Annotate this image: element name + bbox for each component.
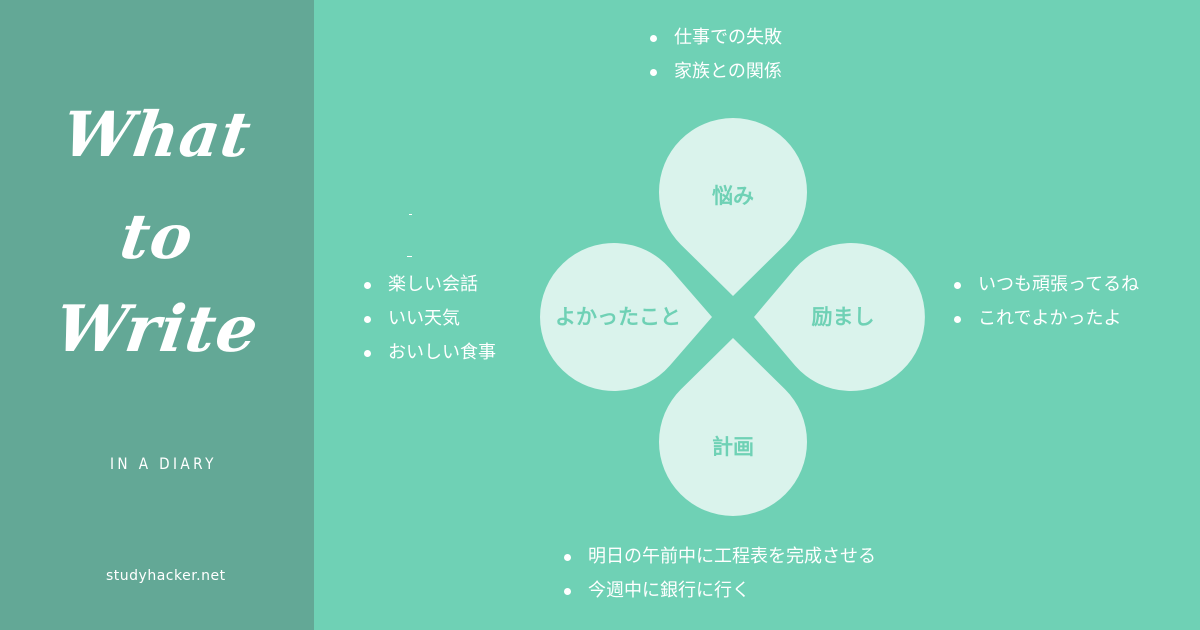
left-panel: What to Write IN A DIARY studyhacker.net	[0, 0, 314, 630]
list-item: これでよかったよ	[952, 302, 1139, 336]
bullets-right: いつも頑張ってるね これでよかったよ	[952, 268, 1139, 336]
petal-label-bottom: 計画	[712, 435, 754, 459]
list-item: いい天気	[362, 302, 496, 336]
list-item: おいしい食事	[362, 336, 496, 370]
bullets-left: 楽しい会話 いい天気 おいしい食事	[362, 268, 496, 370]
petal-top	[659, 118, 807, 296]
petal-right	[754, 243, 925, 391]
petal-label-left: よかったこと	[555, 305, 681, 329]
list-item: いつも頑張ってるね	[952, 268, 1139, 302]
list-item: 家族との関係	[648, 55, 782, 89]
petal-bottom	[659, 338, 807, 516]
list-item: 仕事での失敗	[648, 21, 782, 55]
list-item: 楽しい会話	[362, 268, 496, 302]
list-item: 明日の午前中に工程表を完成させる	[562, 540, 876, 574]
bullets-bottom: 明日の午前中に工程表を完成させる 今週中に銀行に行く	[562, 540, 876, 608]
decorative-mark	[409, 214, 412, 215]
petal-left	[540, 243, 712, 391]
petal-label-top: 悩み	[712, 184, 754, 208]
site-credit: studyhacker.net	[106, 568, 226, 584]
decorative-mark	[407, 256, 412, 257]
list-item: 今週中に銀行に行く	[562, 574, 876, 608]
subtitle: IN A DIARY	[110, 454, 217, 473]
bullets-top: 仕事での失敗 家族との関係	[648, 21, 782, 89]
petal-label-right: 励まし	[811, 305, 875, 329]
